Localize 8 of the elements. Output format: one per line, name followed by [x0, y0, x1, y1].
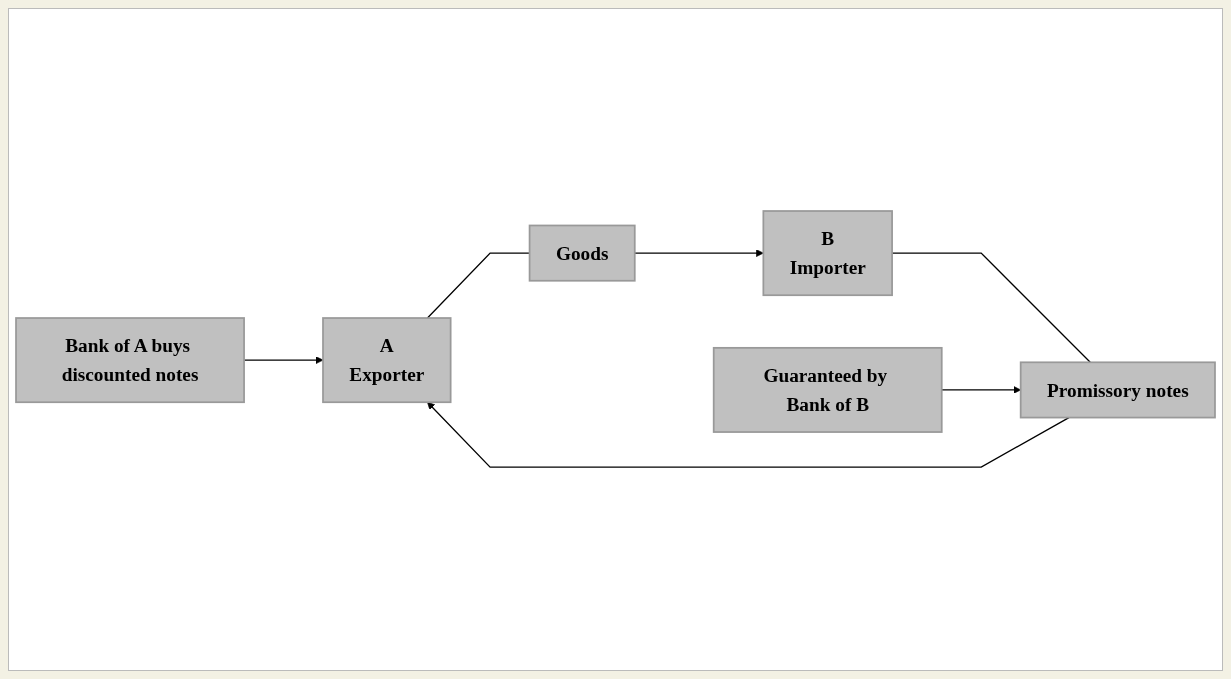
node-box: Promissory notes: [1019, 361, 1216, 419]
node-box: Guaranteed by Bank of B: [712, 347, 943, 434]
arrow: [634, 249, 764, 258]
arrow: [427, 402, 1070, 469]
node-box: Goods: [528, 225, 636, 283]
node-box: Bank of A buys discounted notes: [15, 317, 245, 404]
node-box: B Importer: [762, 210, 893, 297]
node-box: A Exporter: [322, 317, 452, 404]
